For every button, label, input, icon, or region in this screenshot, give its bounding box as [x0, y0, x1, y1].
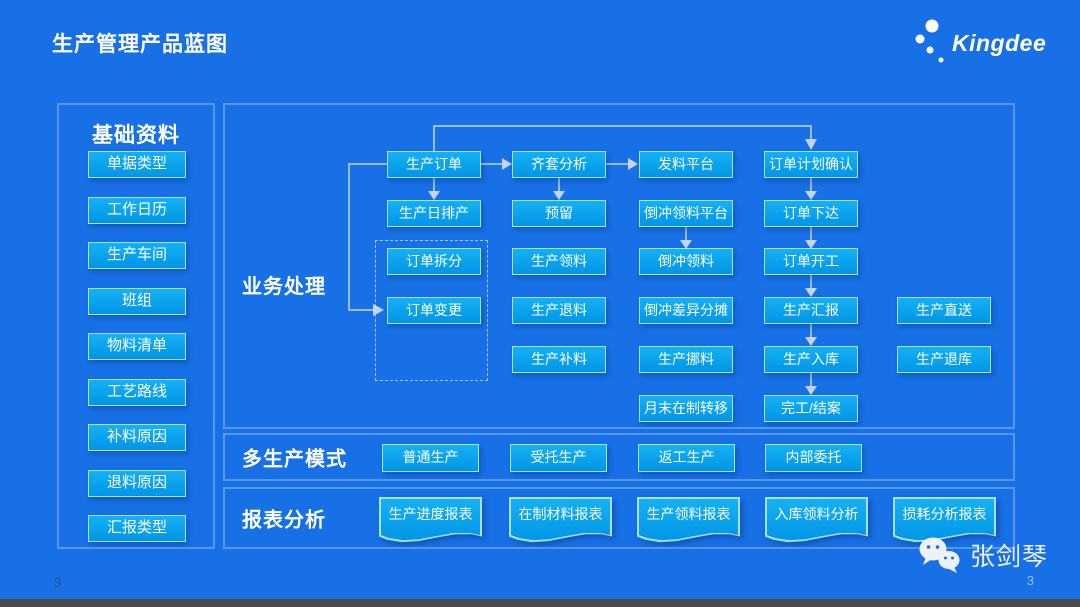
mode-node: 内部委托	[765, 444, 862, 472]
mode-node: 返工生产	[638, 444, 735, 472]
page-title: 生产管理产品蓝图	[52, 33, 228, 56]
business-process-panel: 业务处理	[223, 103, 1015, 429]
flow-node: 订单变更	[387, 297, 481, 324]
report-node: 入库领料分析	[765, 497, 868, 543]
brand-name: Kingdee	[952, 30, 1047, 56]
list-item: 物料清单	[88, 333, 186, 360]
flow-node: 生产日排产	[387, 200, 481, 227]
production-modes-panel: 多生产模式 普通生产 受托生产 返工生产 内部委托	[223, 433, 1015, 481]
report-analysis-title: 报表分析	[242, 509, 326, 532]
basic-data-panel: 基础资料 单据类型 工作日历 生产车间 班组 物料清单 工艺路线 补料原因 退料…	[57, 103, 215, 549]
flow-node: 齐套分析	[512, 151, 606, 178]
flow-node: 倒冲领料	[639, 248, 733, 275]
page-number-right: 3	[1026, 573, 1034, 588]
watermark: 张剑琴	[918, 536, 1048, 574]
flow-node: 发料平台	[639, 151, 733, 178]
report-node-label: 在制材料报表	[518, 506, 603, 522]
report-node: 在制材料报表	[509, 497, 612, 543]
flow-node: 订单计划确认	[764, 151, 858, 178]
list-item: 补料原因	[88, 424, 186, 451]
list-item: 单据类型	[88, 151, 186, 178]
kingdee-logo: Kingdee	[912, 14, 1046, 66]
flow-node: 生产汇报	[764, 297, 858, 324]
flow-node: 月末在制转移	[639, 395, 733, 422]
flow-node: 订单下达	[764, 200, 858, 227]
production-modes-title: 多生产模式	[242, 448, 347, 471]
report-node-label: 损耗分析报表	[902, 506, 987, 522]
flow-connectors	[348, 125, 817, 395]
list-item: 工作日历	[88, 196, 186, 224]
flow-node: 生产退库	[897, 346, 991, 373]
flow-node: 生产退料	[512, 297, 606, 324]
list-item: 生产车间	[88, 242, 186, 269]
report-analysis-panel: 报表分析 生产进度报表 在制材料报表 生产领料报表 入库领料分析 损耗分析报表	[223, 487, 1015, 549]
mode-node: 普通生产	[382, 444, 479, 472]
report-node-label: 入库领料分析	[774, 506, 859, 522]
list-item: 汇报类型	[88, 515, 186, 542]
flow-node: 生产订单	[387, 151, 481, 178]
flow-node: 生产挪料	[639, 346, 733, 373]
flow-node: 生产补料	[512, 346, 606, 373]
flow-node: 订单开工	[764, 248, 858, 275]
basic-data-title: 基础资料	[92, 124, 180, 147]
flow-node: 预留	[512, 200, 606, 227]
watermark-name: 张剑琴	[969, 543, 1048, 571]
page-number-left: 3	[54, 575, 62, 590]
footer-bar	[0, 599, 1080, 607]
report-node-label: 生产领料报表	[646, 506, 731, 522]
business-process-title: 业务处理	[242, 276, 326, 298]
list-item: 退料原因	[88, 469, 186, 497]
report-node: 生产进度报表	[379, 497, 482, 543]
flow-node: 完工/结案	[764, 395, 858, 422]
basic-data-list: 单据类型 工作日历 生产车间 班组 物料清单 工艺路线 补料原因 退料原因 汇报…	[88, 151, 186, 542]
report-node: 损耗分析报表	[893, 497, 996, 543]
list-item: 班组	[88, 287, 186, 315]
flow-node: 生产入库	[764, 346, 858, 373]
flow-node: 倒冲领料平台	[639, 200, 733, 227]
flow-node: 生产直送	[897, 297, 991, 324]
wechat-icon	[919, 537, 960, 573]
report-node-label: 生产进度报表	[388, 506, 473, 522]
list-item: 工艺路线	[88, 378, 186, 406]
flow-node: 订单拆分	[387, 248, 481, 275]
kingdee-dots-icon	[915, 19, 944, 63]
mode-node: 受托生产	[510, 444, 607, 472]
flow-node: 生产领料	[512, 248, 606, 275]
report-node: 生产领料报表	[637, 497, 740, 543]
order-change-dashed-group	[375, 240, 488, 381]
flow-node: 倒冲差异分摊	[639, 297, 733, 324]
